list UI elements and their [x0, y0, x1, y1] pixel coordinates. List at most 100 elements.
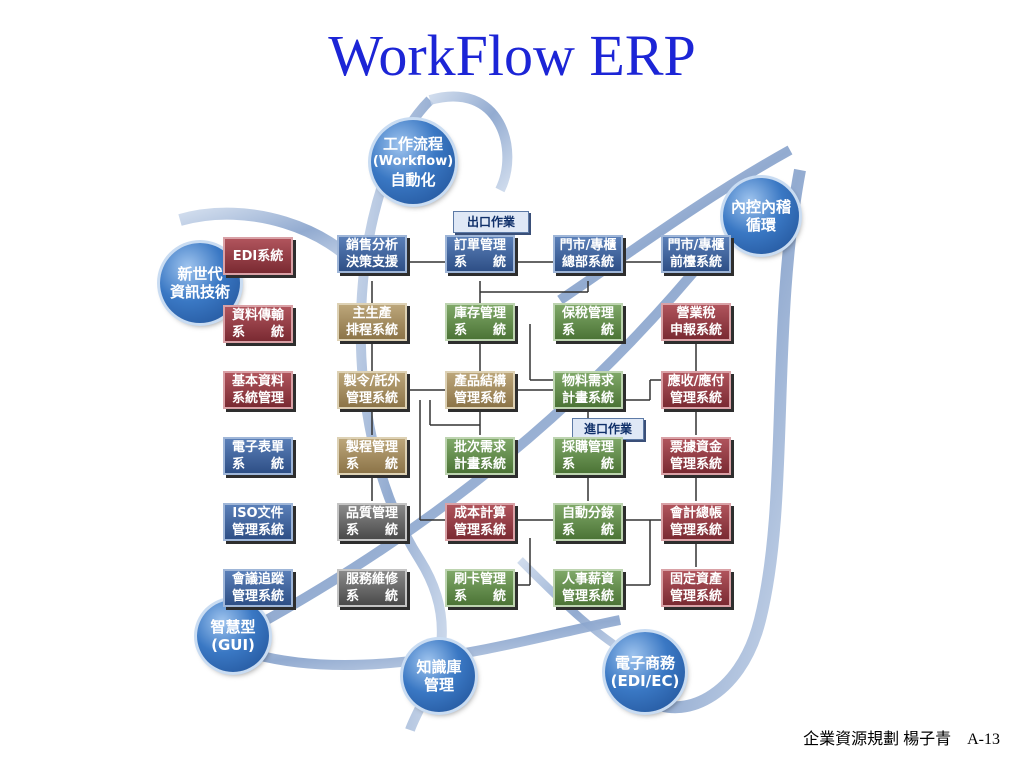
box-line: 系 統 — [561, 457, 614, 472]
box-line: 管理系統 — [669, 523, 722, 538]
box-line: 票據資金 — [669, 440, 722, 455]
card-box: 刷卡管理 系 統 — [445, 569, 515, 607]
circle-line: (Workflow) — [372, 154, 454, 169]
mrp-box: 物料需求 計畫系統 — [553, 371, 623, 409]
box-line: 管理系統 — [453, 523, 506, 538]
base-data-box: 基本資料 系統管理 — [223, 371, 293, 409]
connector-lines — [371, 261, 697, 586]
master-schedule-box: 主生產 排程系統 — [337, 303, 407, 341]
slide-footer: 企業資源規劃 楊子青 A-13 — [803, 731, 1000, 748]
box-line: 申報系統 — [669, 323, 722, 338]
box-line: 門市/專櫃 — [559, 238, 617, 253]
accounting-box: 會計總帳 管理系統 — [661, 503, 731, 541]
ecommerce-circle: 電子商務 (EDI/EC) — [605, 632, 685, 712]
box-line: 決策支援 — [345, 255, 398, 270]
orbit-ribbon — [646, 168, 806, 714]
cost-box: 成本計算 管理系統 — [445, 503, 515, 541]
circle-line: 工作流程 — [382, 135, 443, 153]
box-line: 系 統 — [231, 325, 284, 340]
sales-analysis-box: 銷售分析 決策支援 — [337, 235, 407, 273]
hr-payroll-box: 人事薪資 管理系統 — [553, 569, 623, 607]
box-line: 門市/專櫃 — [667, 238, 725, 253]
circle-line: 循環 — [745, 216, 776, 234]
internal-control-circle: 內控內稽 循環 — [723, 178, 799, 254]
box-line: 資料傳輸 — [231, 308, 284, 323]
box-line: 訂單管理 — [453, 238, 506, 253]
box-line: 刷卡管理 — [453, 572, 506, 587]
box-line: 計畫系統 — [453, 457, 506, 472]
export-operations-tab: 出口作業 — [453, 211, 529, 233]
box-line: 固定資產 — [669, 572, 722, 587]
circle-line: 新世代 — [177, 265, 223, 283]
box-line: 管理系統 — [669, 391, 722, 406]
fixed-assets-box: 固定資產 管理系統 — [661, 569, 731, 607]
box-line: 系 統 — [453, 323, 506, 338]
circle-line: 內控內稽 — [730, 198, 791, 216]
circle-line: 管理 — [423, 676, 454, 694]
box-line: 系 統 — [345, 589, 398, 604]
business-tax-box: 營業稅 申報系統 — [661, 303, 731, 341]
data-transfer-box: 資料傳輸 系 統 — [223, 305, 293, 343]
manufacturing-box: 製令/託外 管理系統 — [337, 371, 407, 409]
circle-line: 自動化 — [390, 171, 436, 189]
box-line: 管理系統 — [669, 589, 722, 604]
notes-funds-box: 票據資金 管理系統 — [661, 437, 731, 475]
ar-ap-box: 應收/應付 管理系統 — [661, 371, 731, 409]
box-line: 批次需求 — [453, 440, 506, 455]
circle-line: (GUI) — [211, 636, 255, 654]
bom-box: 產品結構 管理系統 — [445, 371, 515, 409]
orbit-ribbon — [428, 91, 513, 193]
box-line: 系 統 — [231, 457, 284, 472]
box-line: 人事薪資 — [561, 572, 614, 587]
box-line: 物料需求 — [561, 374, 614, 389]
knowledge-mgmt-circle: 知識庫 管理 — [403, 640, 475, 712]
store-front-box: 門市/專櫃 前檯系統 — [661, 235, 731, 273]
box-line: 成本計算 — [453, 506, 506, 521]
box-line: 品質管理 — [345, 506, 398, 521]
box-line: 應收/應付 — [667, 374, 725, 389]
box-line: 管理系統 — [669, 457, 722, 472]
box-line: 系 統 — [561, 523, 614, 538]
edi-system-box: EDI系統 — [223, 237, 293, 275]
box-line: 主生產 — [352, 306, 392, 321]
lot-plan-box: 批次需求 計畫系統 — [445, 437, 515, 475]
box-line: 系 統 — [561, 323, 614, 338]
meeting-tracking-box: 會議追蹤 管理系統 — [223, 569, 293, 607]
smart-gui-circle: 智慧型 (GUI) — [197, 600, 269, 672]
box-line: 庫存管理 — [453, 306, 506, 321]
box-line: 保稅管理 — [561, 306, 614, 321]
import-operations-tab: 進口作業 — [572, 418, 644, 440]
box-line: 管理系統 — [231, 523, 284, 538]
box-line: ISO文件 — [232, 506, 284, 521]
box-line: 系 統 — [453, 589, 506, 604]
workflow-automation-circle: 工作流程 (Workflow) 自動化 — [371, 120, 455, 204]
box-line: 系 統 — [345, 457, 398, 472]
box-line: 製程管理 — [345, 440, 398, 455]
service-box: 服務維修 系 統 — [337, 569, 407, 607]
box-line: 系統管理 — [231, 391, 284, 406]
box-line: EDI系統 — [232, 248, 284, 264]
e-form-box: 電子表單 系 統 — [223, 437, 293, 475]
box-line: 基本資料 — [231, 374, 284, 389]
box-line: 管理系統 — [231, 589, 284, 604]
circle-line: (EDI/EC) — [610, 672, 680, 690]
quality-box: 品質管理 系 統 — [337, 503, 407, 541]
process-box: 製程管理 系 統 — [337, 437, 407, 475]
box-line: 製令/託外 — [343, 374, 401, 389]
box-line: 排程系統 — [345, 323, 398, 338]
box-line: 會計總帳 — [669, 506, 722, 521]
box-line: 前檯系統 — [669, 255, 722, 270]
purchasing-box: 採購管理 系 統 — [553, 437, 623, 475]
iso-doc-box: ISO文件 管理系統 — [223, 503, 293, 541]
box-line: 總部系統 — [561, 255, 614, 270]
box-line: 計畫系統 — [561, 391, 614, 406]
circle-line: 智慧型 — [210, 618, 256, 636]
box-line: 電子表單 — [231, 440, 284, 455]
auto-journal-box: 自動分錄 系 統 — [553, 503, 623, 541]
box-line: 營業稅 — [676, 306, 716, 321]
box-line: 銷售分析 — [345, 238, 398, 253]
box-line: 會議追蹤 — [231, 572, 284, 587]
box-line: 系 統 — [345, 523, 398, 538]
circle-line: 知識庫 — [416, 658, 462, 676]
